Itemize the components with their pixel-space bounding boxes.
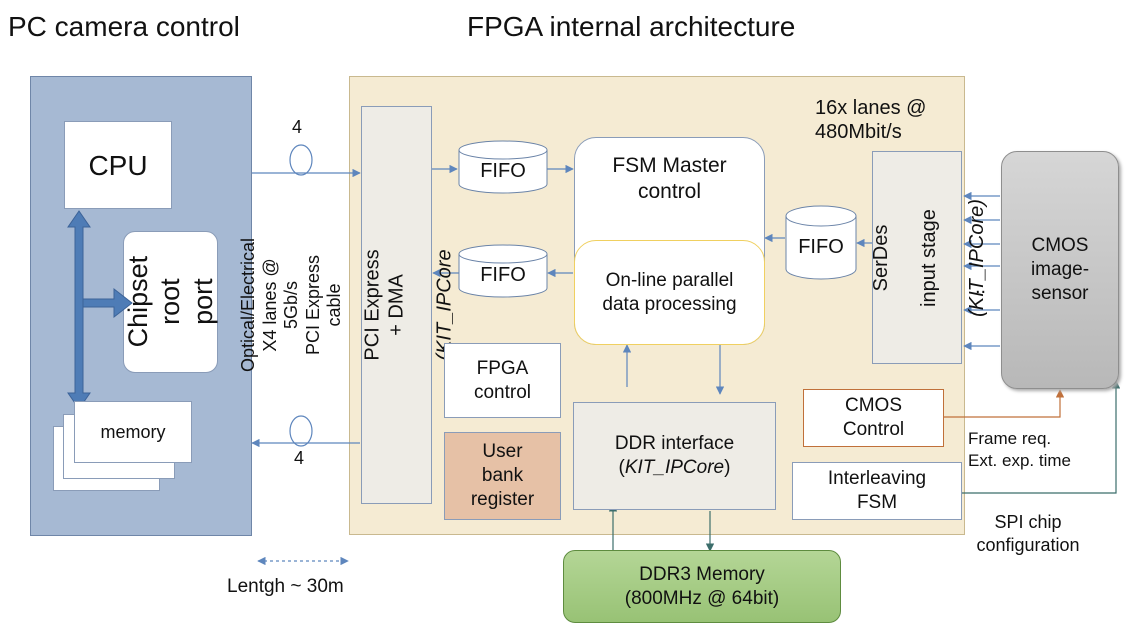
fifo-right-label: FIFO (798, 235, 844, 258)
lanes-label: 16x lanes @ 480Mbit/s (815, 97, 927, 143)
fifo-top: FIFO (458, 140, 548, 194)
user-bank-box: User bank register (444, 432, 561, 520)
ddr-interface-label: DDR interface (614, 433, 735, 455)
fifo-mid: FIFO (458, 244, 548, 298)
fsm-master-label: FSM Master control (612, 153, 727, 203)
chipset-box: Chipset root port (123, 231, 218, 373)
lanes-top-label: 4 (292, 117, 303, 137)
cmos-control-box: CMOS Control (803, 389, 944, 447)
lanes-bottom-label: 4 (294, 448, 305, 468)
spi-line (962, 380, 1121, 494)
pc-title: PC camera control (8, 11, 240, 42)
serdes-box: SerDes input stage (KIT_IPCore) (870, 151, 988, 364)
bus-arrow (67, 210, 133, 410)
lane-bundle-bottom (289, 415, 313, 447)
serdes-line2: input stage (918, 208, 940, 307)
fpga-title: FPGA internal architecture (467, 11, 796, 42)
cpu-box: CPU (64, 121, 172, 209)
cable-label: Optical/Electrical X4 lanes @ 5Gb/s PCI … (238, 237, 345, 373)
cmos-sensor-box: CMOS image- sensor (1001, 151, 1119, 389)
cmos-control-line (944, 389, 1065, 418)
memory-box: memory (74, 401, 192, 463)
fifo-right: FIFO (785, 205, 857, 281)
fpga-control-box: FPGA control (444, 343, 561, 418)
interleaving-box: Interleaving FSM (792, 462, 962, 520)
spi-label: SPI chip configuration (976, 512, 1080, 555)
lanes-ellipsis: .. (975, 276, 987, 298)
fifo-top-label: FIFO (480, 159, 526, 182)
pci-dma-box: PCI Express + DMA (KIT_IPCore (361, 106, 456, 504)
frame-req-label: Frame req. Ext. exp. time (968, 429, 1071, 471)
online-processing-box: On-line parallel data processing (574, 240, 765, 345)
pci-dma-label: PCI Express + DMA (361, 249, 408, 361)
ddr3-memory-box: DDR3 Memory (800MHz @ 64bit) (563, 550, 841, 623)
lane-bundle-top (289, 144, 313, 176)
cable-label-wrap: Optical/Electrical X4 lanes @ 5Gb/s PCI … (239, 190, 345, 420)
ddr-interface-box: DDR interface (KIT_IPCore) (573, 402, 776, 510)
length-label: Lentgh ~ 30m (227, 576, 344, 597)
ddr-interface-core-label: (KIT_IPCore) (618, 457, 731, 478)
serdes-line1: SerDes (870, 224, 892, 291)
fifo-mid-label: FIFO (480, 263, 526, 286)
